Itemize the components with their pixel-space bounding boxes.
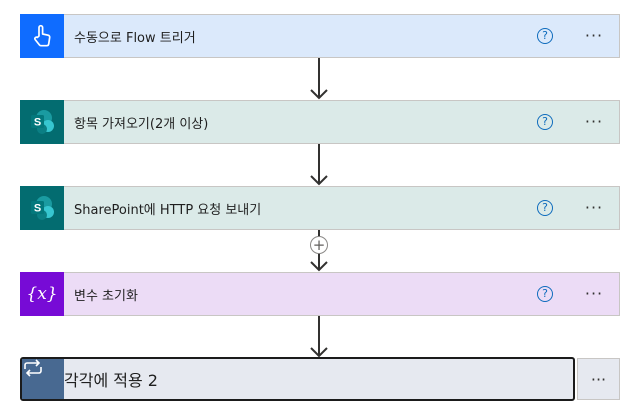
insert-step-button[interactable]: +: [310, 236, 328, 254]
step-title: 각각에 적용 2: [64, 371, 158, 390]
connector-arrow: [310, 58, 328, 100]
connector-arrow: [310, 144, 328, 186]
step-card-send-http-request[interactable]: S SharePoint에 HTTP 요청 보내기 ? ···: [20, 185, 620, 230]
step-title: 수동으로 Flow 트리거: [74, 30, 196, 46]
help-icon[interactable]: ?: [537, 286, 553, 302]
step-title: SharePoint에 HTTP 요청 보내기: [74, 202, 262, 218]
step-card-apply-to-each[interactable]: 각각에 적용 2: [20, 357, 575, 401]
variable-glyph: {x}: [26, 283, 58, 304]
more-options-button[interactable]: ···: [584, 26, 604, 45]
sharepoint-icon: S: [20, 99, 64, 144]
more-options-button[interactable]: ···: [577, 358, 620, 400]
sharepoint-letter: S: [34, 116, 41, 128]
more-options-button[interactable]: ···: [584, 198, 604, 217]
loop-icon: [22, 359, 64, 399]
step-title: 항목 가져오기(2개 이상): [74, 116, 209, 132]
help-icon[interactable]: ?: [537, 200, 553, 216]
sharepoint-letter: S: [34, 202, 41, 214]
help-icon[interactable]: ?: [537, 114, 553, 130]
hand-touch-icon: [20, 13, 64, 58]
step-card-manual-trigger[interactable]: 수동으로 Flow 트리거 ? ···: [20, 13, 620, 58]
connector-arrow: [310, 316, 328, 358]
sharepoint-icon: S: [20, 185, 64, 230]
more-options-button[interactable]: ···: [584, 112, 604, 131]
step-title: 변수 초기화: [74, 288, 138, 304]
step-card-get-items[interactable]: S 항목 가져오기(2개 이상) ? ···: [20, 99, 620, 144]
help-icon[interactable]: ?: [537, 28, 553, 44]
more-options-button[interactable]: ···: [584, 284, 604, 303]
variable-icon: {x}: [20, 271, 64, 316]
step-card-initialize-variable[interactable]: {x} 변수 초기화 ? ···: [20, 271, 620, 316]
